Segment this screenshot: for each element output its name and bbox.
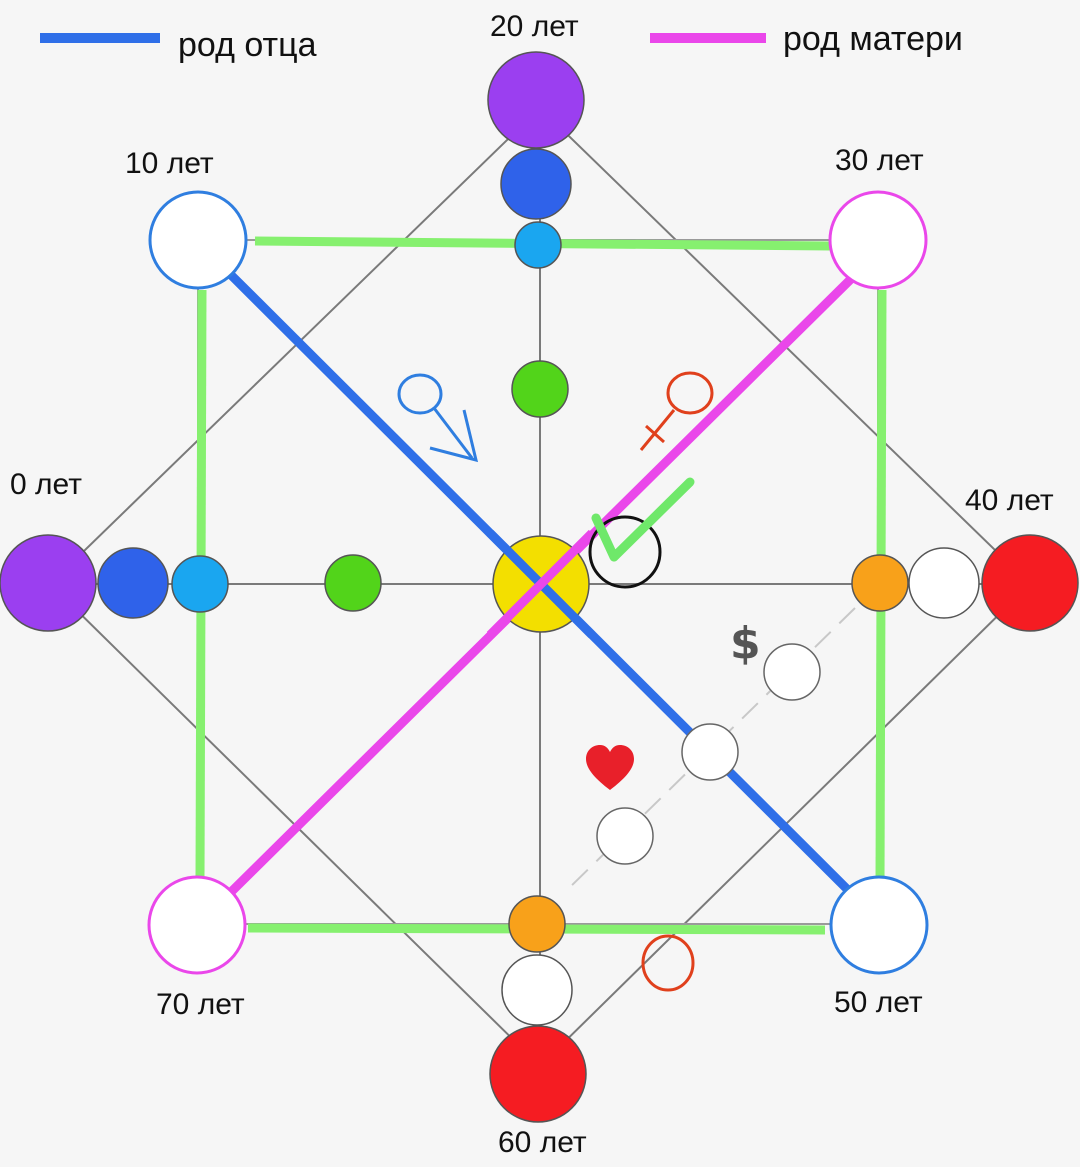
age-label-30: 30 лет (835, 144, 924, 177)
money-circle-1 (763, 643, 821, 701)
left-blue-circle (97, 547, 169, 619)
left-lightblue-circle (171, 555, 229, 613)
corner-10-circle (148, 190, 248, 290)
legend: род отца род матери (40, 20, 963, 64)
top-purple-circle (487, 51, 585, 149)
mother-line-over-center (486, 529, 596, 639)
highlight-ring (588, 515, 662, 589)
right-white-circle (908, 547, 980, 619)
top-lightblue-circle (514, 221, 562, 269)
dollar-icon: $ (730, 618, 761, 669)
bottom-red-circle (489, 1025, 587, 1123)
age-label-20: 20 лет (490, 10, 579, 43)
check-mark-icon (591, 477, 695, 562)
age-label-60: 60 лет (498, 1126, 587, 1159)
left-green-circle (324, 554, 382, 612)
heart-icon (586, 745, 634, 790)
age-label-10: 10 лет (125, 147, 214, 180)
age-label-0: 0 лет (10, 468, 82, 501)
legend-father-label: род отца (178, 26, 317, 64)
right-orange-circle (851, 554, 909, 612)
legend-mother-label: род матери (783, 20, 963, 58)
male-symbol-icon (397, 373, 479, 463)
corner-30-circle (828, 190, 928, 290)
right-red-circle (981, 534, 1079, 632)
corner-70-circle (147, 875, 247, 975)
bottom-orange-circle (508, 895, 566, 953)
left-purple-circle (0, 534, 97, 632)
money-circle-2 (681, 723, 739, 781)
top-green-circle (511, 360, 569, 418)
top-blue-circle (500, 148, 572, 220)
age-label-70: 70 лет (156, 988, 245, 1021)
age-label-40: 40 лет (965, 484, 1054, 517)
love-circle (596, 807, 654, 865)
bottom-white-circle (501, 954, 573, 1026)
red-oval-annotation (641, 934, 695, 992)
corner-50-circle (829, 875, 929, 975)
female-symbol-icon (639, 371, 714, 451)
age-label-50: 50 лет (834, 986, 923, 1019)
